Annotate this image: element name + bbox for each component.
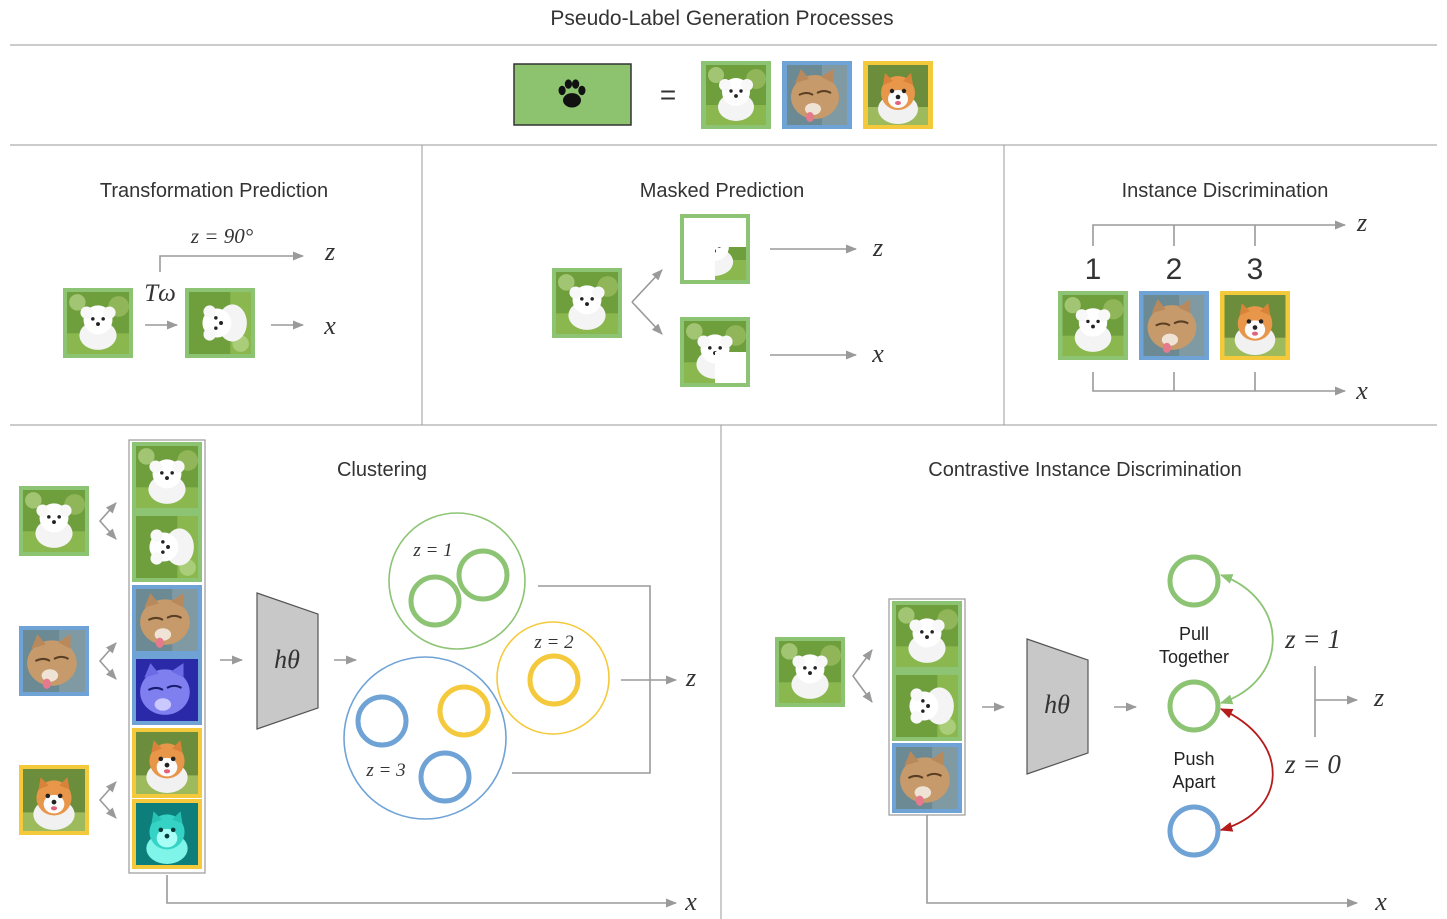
masked-context-tile [680,317,750,387]
cluster-point-cat [355,694,409,748]
contrastive-source-dog [775,637,845,707]
clustering-batch-orange-1 [132,728,202,798]
cluster-1-label: z = 1 [412,540,452,561]
instance-orange-dog-tile [1220,291,1290,360]
clustering-encoder-label: hθ [274,645,300,674]
clustering-batch-stack [128,439,206,874]
masked-input-tile [552,268,622,338]
push-arrow [1219,708,1274,832]
legend-cat-tile [782,61,852,129]
transformation-z-label: z [324,237,335,266]
panel-instance-discrimination: Instance Discrimination z 1 2 3 x [1058,180,1368,405]
transformation-param: z = 90° [190,224,254,248]
pull-together-label-line2: Together [1159,647,1229,667]
pull-arrow [1219,574,1274,705]
figure-title: Pseudo-Label Generation Processes [550,7,893,30]
transformation-title: Transformation Prediction [100,180,328,202]
transformation-x-label: x [323,311,336,340]
instance-label-2: 2 [1166,253,1183,286]
instance-z-label: z [1356,208,1367,237]
contrastive-z1-label: z = 1 [1284,624,1341,654]
instance-dog-tile [1058,291,1128,360]
transformation-input-tile [63,288,133,358]
instance-title: Instance Discrimination [1122,180,1329,202]
cluster-1 [388,512,526,650]
contrastive-z0-label: z = 0 [1284,749,1341,779]
instance-label-1: 1 [1085,253,1102,286]
clustering-encoder [256,592,319,730]
masked-title: Masked Prediction [640,180,805,202]
clustering-batch-orange-2 [132,799,202,869]
contrastive-batch-dog [892,601,962,671]
clustering-source-dog [19,486,89,556]
panel-clustering: Clustering hθ z = 1 z = 2 z = 3 z [19,439,697,916]
contrastive-batch-dog-rot [892,671,962,741]
contrastive-encoder-label: hθ [1044,690,1070,719]
masked-target-tile [680,214,750,284]
instance-cat-tile [1139,291,1209,360]
clustering-source-orange-dog [19,765,89,835]
cluster-3-label: z = 3 [365,760,405,781]
push-apart-label-line2: Apart [1172,772,1215,792]
instance-label-3: 3 [1247,253,1264,286]
transformation-op: Tω [144,280,176,307]
cluster-2-label: z = 2 [533,632,574,653]
contrastive-title: Contrastive Instance Discrimination [928,459,1241,481]
clustering-batch-cat-2 [132,655,202,725]
contrastive-x-label: x [1374,887,1387,916]
clustering-batch-cat-1 [132,585,202,655]
clustering-batch-dog-1 [132,442,202,512]
clustering-source-cat [19,626,89,696]
legend-orange-dog-tile [863,61,933,129]
clustering-batch-dog-2 [132,512,202,582]
push-apart-label-line1: Push [1173,749,1214,769]
cluster-point-teal-orange [437,684,491,738]
contrastive-encoder [1026,638,1089,775]
panel-transformation-prediction: Transformation Prediction z = 90° z Tω x [63,180,336,358]
cluster-3 [343,656,507,820]
cluster-point-dog-rot [456,548,510,602]
clustering-x-label: x [684,887,697,916]
panel-masked-prediction: Masked Prediction z x [552,180,884,387]
transformation-rotated-tile [185,288,255,358]
legend-dog-tile [701,61,771,129]
cluster-2 [496,621,610,735]
equals-sign: = [660,79,676,110]
contrastive-batch-cat [892,743,962,813]
cluster-point-blue-cat [418,750,472,804]
panel-contrastive: Contrastive Instance Discrimination hθ P… [775,459,1387,916]
contrastive-anchor-dog [1167,554,1221,608]
contrastive-negative-cat [1167,804,1221,858]
cluster-point-dog [408,574,462,628]
contrastive-z-label: z [1373,683,1384,712]
clustering-title: Clustering [337,459,427,481]
pull-together-label-line1: Pull [1179,624,1209,644]
instance-x-label: x [1355,376,1368,405]
contrastive-positive-dog [1167,679,1221,733]
masked-x-label: x [871,339,884,368]
cluster-point-orange [527,653,581,707]
masked-z-label: z [872,233,883,262]
clustering-z-label: z [685,663,696,692]
